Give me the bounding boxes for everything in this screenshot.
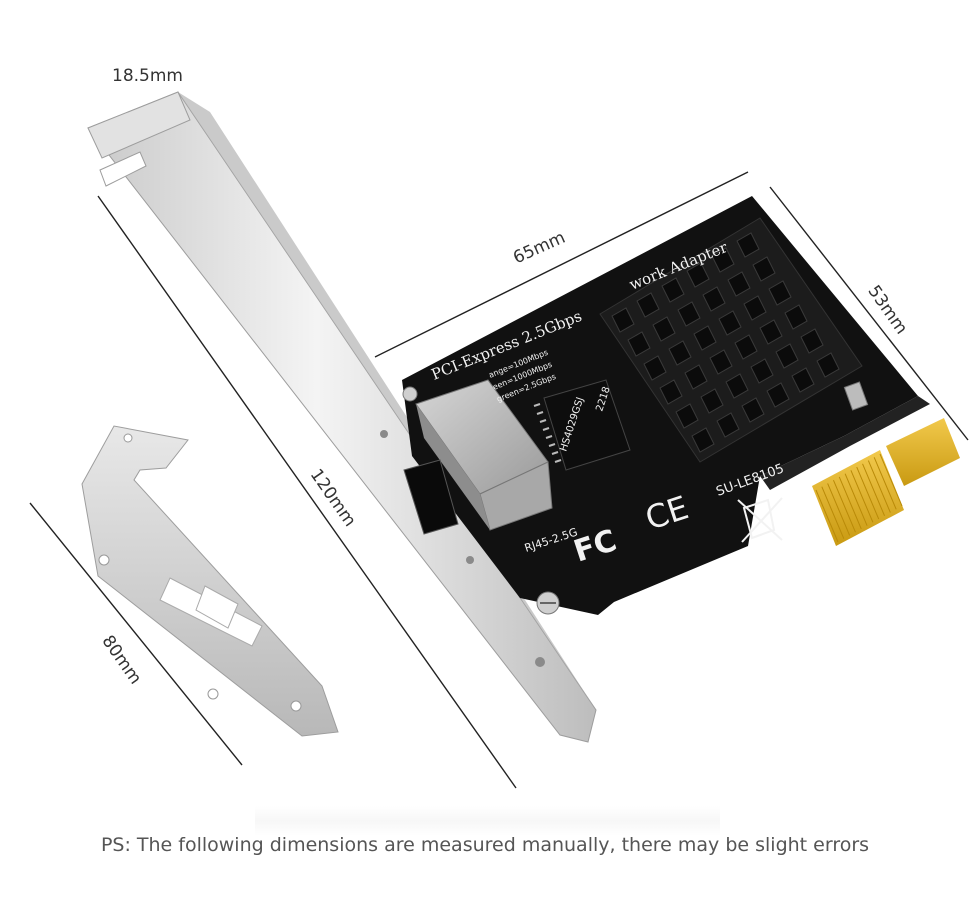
dim-line-65mm xyxy=(374,171,749,358)
dim-line-120mm xyxy=(97,195,517,789)
rj45-port xyxy=(403,379,553,535)
dimension-lines xyxy=(29,171,969,789)
screw-icon xyxy=(402,386,418,402)
weee-bin-icon xyxy=(737,497,783,543)
dim-label-bracket-height: 18.5mm xyxy=(112,66,183,86)
heatsink xyxy=(599,217,863,463)
caption-band xyxy=(255,806,720,836)
dim-line-80mm xyxy=(29,502,243,766)
gold-edge-connector xyxy=(812,418,960,546)
mounting-screws xyxy=(402,381,869,615)
low-profile-bracket xyxy=(81,425,339,737)
dim-line-53mm xyxy=(769,186,969,441)
caption-text: PS: The following dimensions are measure… xyxy=(100,834,870,856)
controller-chip xyxy=(533,379,631,471)
